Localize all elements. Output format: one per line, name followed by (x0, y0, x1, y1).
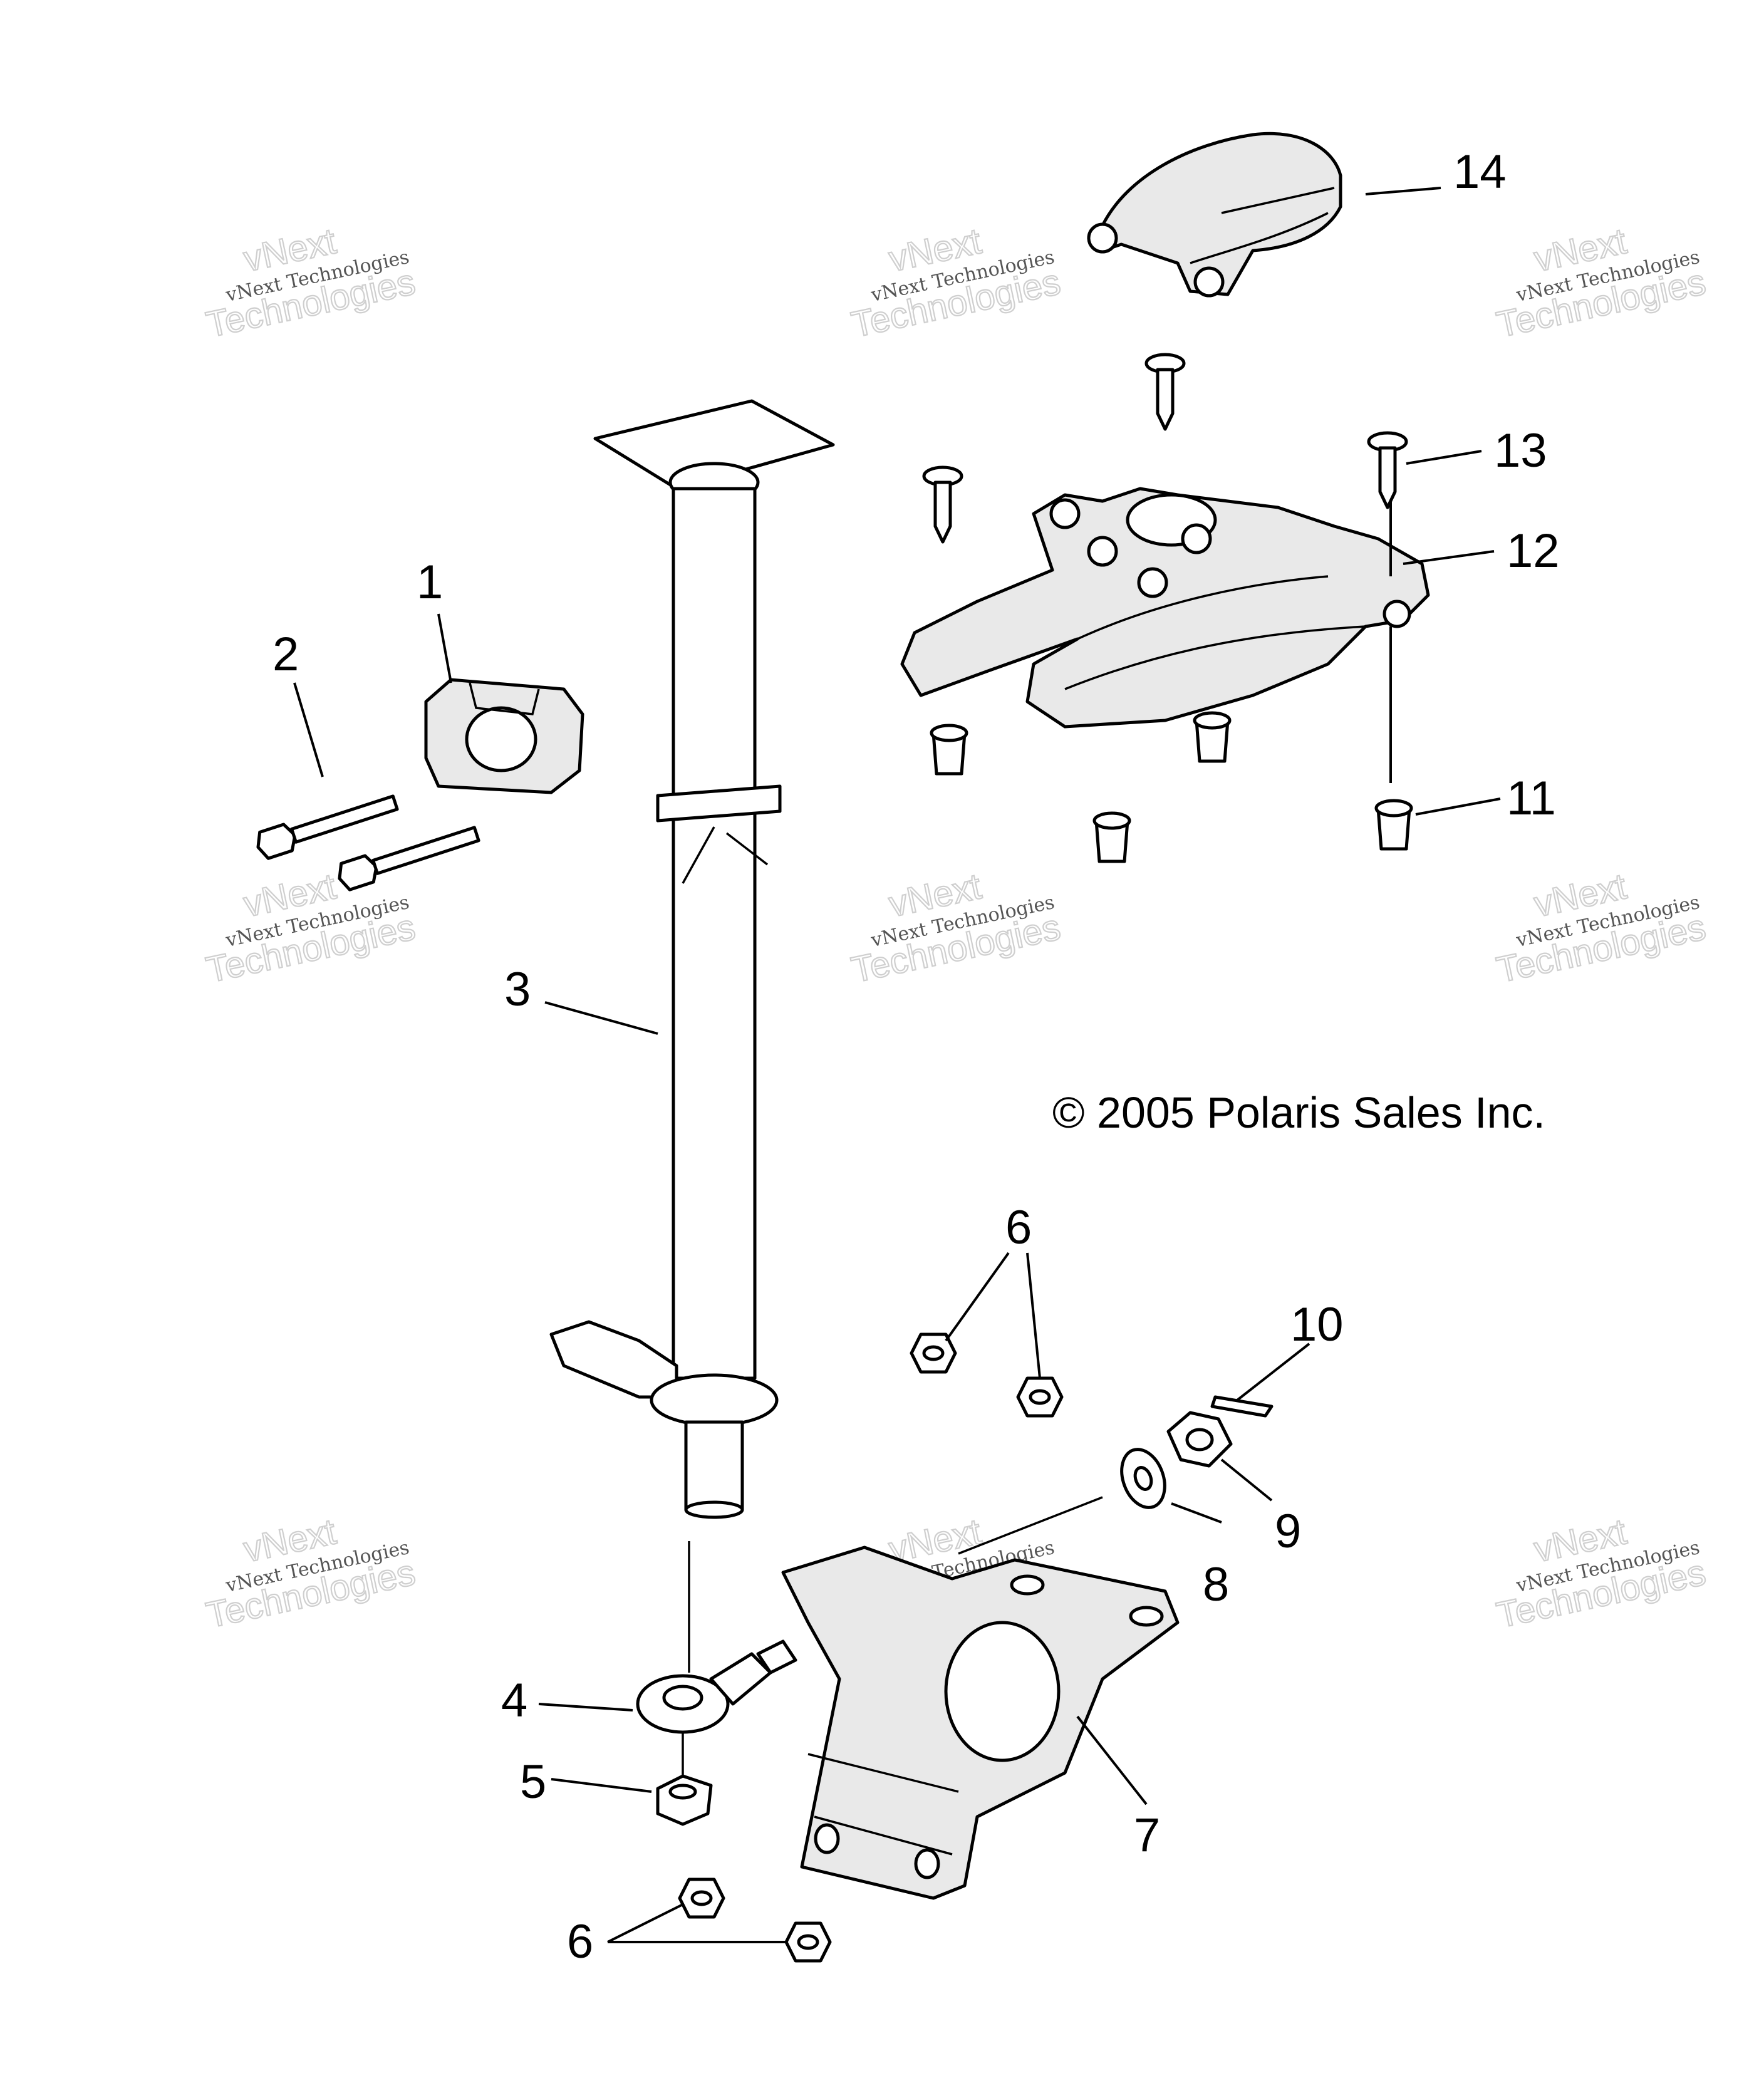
watermark: vNext vNext Technologies Technologies (202, 220, 420, 346)
callout-4: 4 (501, 1674, 527, 1727)
callout-14: 14 (1453, 145, 1507, 199)
copyright-notice: © 2005 Polaris Sales Inc. (1052, 1088, 1545, 1137)
callout-8: 8 (1203, 1558, 1229, 1611)
leader-lines (293, 187, 1501, 1943)
watermark: vNext vNext Technologies Technologies (202, 1510, 420, 1636)
callout-3: 3 (504, 963, 531, 1016)
part-12-bracket (900, 487, 1430, 729)
part-8-washer (958, 1448, 1166, 1555)
callout-9: 9 (1275, 1505, 1301, 1558)
callout-12: 12 (1507, 524, 1560, 578)
callout-5: 5 (520, 1755, 546, 1809)
part-1-clamp (424, 678, 584, 794)
callout-10: 10 (1290, 1298, 1344, 1351)
callout-13: 13 (1494, 424, 1547, 477)
part-9-nut (1166, 1411, 1233, 1468)
callout-6-upper: 6 (1005, 1201, 1032, 1254)
callout-2: 2 (272, 628, 299, 681)
part-7-lower-bracket (781, 1545, 1180, 1900)
callout-7: 7 (1134, 1809, 1160, 1862)
part-13-screws (922, 353, 1408, 544)
part-3-steering-post (549, 399, 835, 1519)
watermark: vNext vNext Technologies Technologies (848, 220, 1065, 346)
part-4-rod-end (636, 1541, 797, 1734)
callout-1: 1 (417, 556, 443, 609)
part-10-cotter-pin (1210, 1395, 1274, 1418)
watermark: vNext vNext Technologies Technologies (1493, 220, 1710, 346)
callout-11: 11 (1507, 772, 1556, 825)
part-6-nuts-upper (910, 1332, 1064, 1418)
part-14-cover (1087, 132, 1342, 298)
watermark: vNext vNext Technologies Technologies (1493, 865, 1710, 991)
part-11-nuts (930, 711, 1413, 863)
watermark: vNext vNext Technologies Technologies (1493, 1510, 1710, 1636)
watermark-layer: vNext vNext Technologies Technologies vN… (202, 220, 1710, 1636)
watermark: vNext vNext Technologies Technologies (848, 865, 1065, 991)
part-5-nut (656, 1732, 713, 1826)
part-2-bolts (256, 794, 480, 891)
callout-6-lower: 6 (567, 1915, 593, 1968)
part-6-nuts-lower (678, 1878, 832, 1963)
callouts: 14 13 12 11 1 2 3 6 10 9 8 4 5 7 6 (272, 145, 1560, 1968)
